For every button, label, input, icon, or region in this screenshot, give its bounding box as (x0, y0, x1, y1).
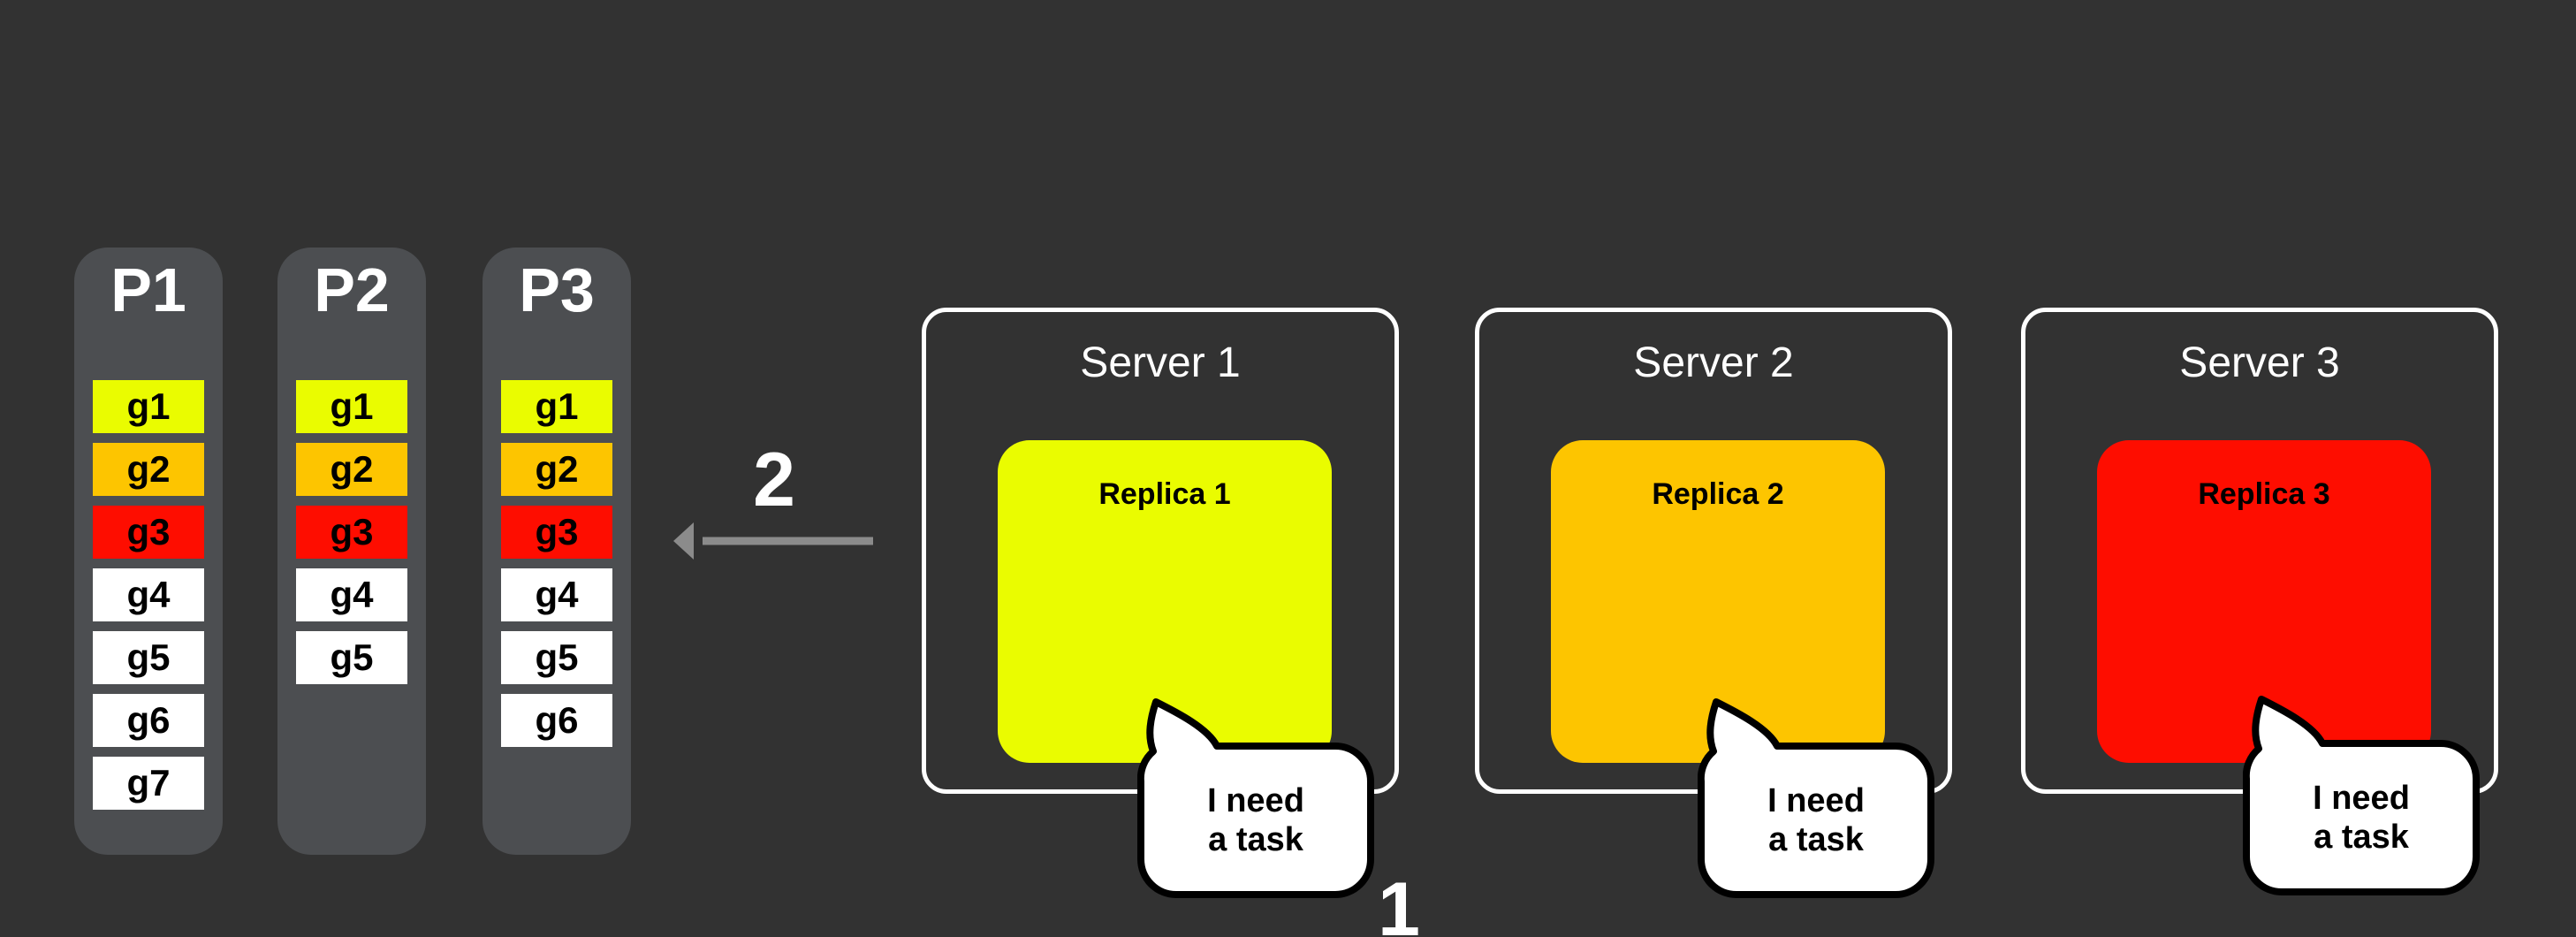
task-cell: g4 (93, 568, 204, 621)
replica-label: Replica 1 (1098, 477, 1231, 511)
task-cell: g2 (93, 443, 204, 496)
partition-column-p2: P2 g1 g2 g3 g4 g5 (277, 248, 426, 855)
partition-label: P3 (519, 255, 595, 324)
task-cell: g5 (296, 631, 407, 684)
server-label: Server 3 (2179, 339, 2340, 386)
bubble-line-1: I need (2313, 780, 2410, 817)
task-cell: g3 (93, 506, 204, 559)
step-2-label: 2 (753, 438, 795, 522)
task-cell: g2 (296, 443, 407, 496)
partition-column-p3: P3 g1 g2 g3 g4 g5 g6 (483, 248, 631, 855)
speech-bubble-text: I need a task (1701, 746, 1931, 895)
partition-label: P2 (314, 255, 390, 324)
bubble-line-1: I need (1767, 782, 1865, 819)
task-cell: g2 (501, 443, 612, 496)
bubble-line-2: a task (2314, 819, 2409, 856)
task-cell: g5 (93, 631, 204, 684)
bubble-line-2: a task (1208, 821, 1303, 858)
task-cell: g7 (93, 757, 204, 810)
speech-bubble-2: I need a task (1698, 693, 1938, 902)
bubble-line-2: a task (1768, 821, 1864, 858)
task-list: g1 g2 g3 g4 g5 g6 g7 (74, 380, 223, 810)
task-cell: g4 (296, 568, 407, 621)
bubble-line-1: I need (1207, 782, 1304, 819)
step-1-label: 1 (1378, 867, 1420, 937)
task-cell: g6 (93, 694, 204, 747)
task-cell: g1 (93, 380, 204, 433)
task-cell: g3 (296, 506, 407, 559)
partition-label: P1 (110, 255, 186, 324)
task-cell: g6 (501, 694, 612, 747)
speech-bubble-shape (1698, 698, 1934, 898)
speech-bubble-3: I need a task (2243, 690, 2483, 899)
task-cell: g3 (501, 506, 612, 559)
task-cell: g1 (296, 380, 407, 433)
partition-column-p1: P1 g1 g2 g3 g4 g5 g6 g7 (74, 248, 223, 855)
speech-bubble-shape (2243, 696, 2480, 895)
replica-label: Replica 3 (2198, 477, 2330, 511)
task-list: g1 g2 g3 g4 g5 (277, 380, 426, 684)
task-list: g1 g2 g3 g4 g5 g6 (483, 380, 631, 747)
server-label: Server 2 (1633, 339, 1794, 386)
speech-bubble-1: I need a task (1137, 693, 1378, 902)
speech-bubble-text: I need a task (1141, 746, 1371, 895)
task-cell: g1 (501, 380, 612, 433)
server-label: Server 1 (1080, 339, 1241, 386)
speech-bubble-shape (1137, 698, 1374, 898)
task-cell: g4 (501, 568, 612, 621)
task-cell: g5 (501, 631, 612, 684)
speech-bubble-text: I need a task (2246, 743, 2476, 892)
replica-label: Replica 2 (1652, 477, 1784, 511)
assign-arrow-icon (673, 522, 873, 560)
